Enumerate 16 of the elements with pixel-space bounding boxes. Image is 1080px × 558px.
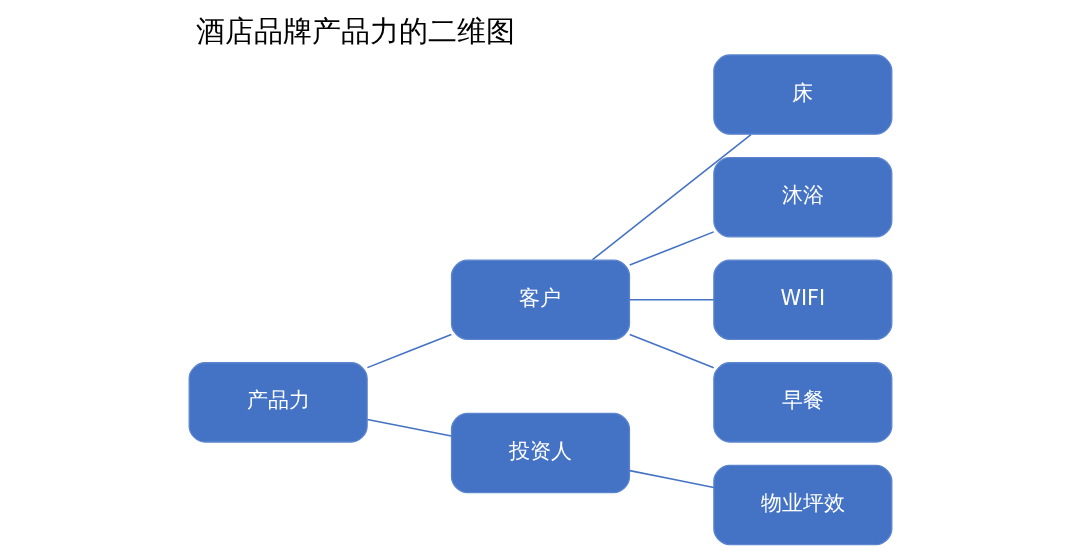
node-box: 床 (712, 54, 892, 135)
connector (366, 418, 452, 437)
diagram-title: 酒店品牌产品力的二维图 (195, 14, 515, 49)
connector (366, 333, 452, 369)
node-box: 投资人 (450, 412, 630, 494)
node-box: 沐浴 (712, 156, 892, 238)
connector (628, 333, 714, 369)
node-box: 客户 (450, 259, 630, 341)
connector (591, 133, 752, 261)
node-box: 物业坪效 (712, 464, 892, 546)
node-box: 产品力 (188, 362, 368, 443)
connector (628, 299, 714, 301)
connector (628, 469, 714, 489)
node-box: WIFI (712, 259, 892, 341)
connector (628, 231, 714, 266)
node-box: 早餐 (712, 362, 892, 443)
